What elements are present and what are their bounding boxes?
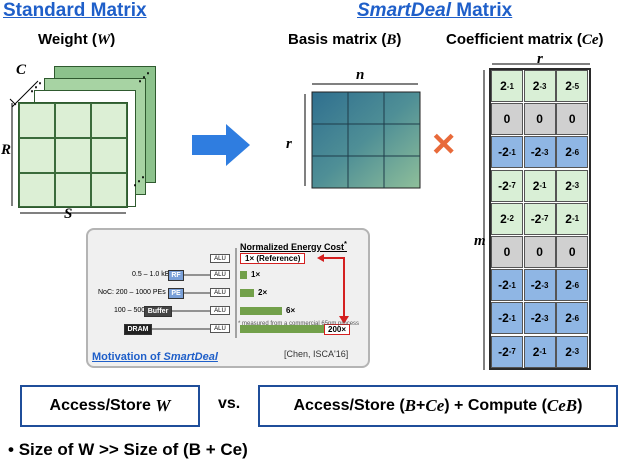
storage-range-label: NoC: 200 – 1000 PEs — [98, 289, 166, 296]
coef-cell: 0 — [523, 103, 556, 136]
coefficient-matrix-label: Coefficient matrix (Ce) — [446, 31, 604, 48]
coef-dim-lines — [483, 63, 590, 370]
coef-cell: -2-3 — [523, 302, 556, 335]
alu-box: ALU — [210, 270, 230, 279]
coef-cell: -2-3 — [523, 269, 556, 302]
svg-text:⋰: ⋰ — [138, 70, 150, 84]
vs-label: vs. — [218, 395, 241, 412]
weight-layer-front — [18, 102, 128, 208]
hardware-unit-dram: DRAM — [124, 324, 152, 335]
energy-reference-label: 1× (Reference) — [240, 253, 306, 264]
coef-cell: 2-5 — [556, 70, 589, 102]
dim-r-basis-label: r — [286, 136, 292, 152]
coef-cell: 0 — [556, 236, 589, 268]
alu-box: ALU — [210, 254, 230, 263]
coef-cell: -2-1 — [491, 269, 523, 302]
coef-cell: -2-3 — [523, 136, 556, 169]
coef-cell: -2-1 — [491, 136, 523, 169]
smartdeal-matrix-title: SmartDeal Matrix — [357, 0, 513, 21]
transform-arrow-icon — [192, 124, 250, 166]
energy-bar — [240, 289, 254, 297]
energy-bar — [240, 271, 247, 279]
storage-range-label: 0.5 – 1.0 kB — [132, 271, 170, 278]
coef-cell: 2-3 — [556, 169, 589, 202]
coef-cell: 2-3 — [556, 335, 589, 368]
multiply-icon: × — [432, 122, 456, 166]
access-store-compute-box: Access/Store (B+Ce) + Compute (CeB) — [258, 385, 618, 427]
connector-lines — [152, 248, 237, 338]
coef-cell: 2-2 — [491, 202, 523, 235]
coef-cell: 2-6 — [556, 269, 589, 302]
weight-dots-svg: ⋰ ⋰ ⋰ — [9, 70, 150, 214]
dim-r-coef-label: r — [537, 51, 543, 67]
coef-cell: -2-7 — [523, 202, 556, 235]
hardware-unit-rf: RF — [168, 270, 184, 281]
energy-bar — [240, 325, 324, 333]
svg-text:⋰: ⋰ — [30, 80, 42, 94]
coef-cell: 0 — [491, 103, 523, 136]
alu-box: ALU — [210, 306, 230, 315]
motivation-panel: Normalized Energy Cost* ALU 1× (Reference… — [86, 228, 370, 368]
weight-label: Weight (W) — [38, 31, 116, 48]
coef-cell: 0 — [523, 236, 556, 268]
dim-n-label: n — [356, 67, 365, 83]
motivation-caption: Motivation of SmartDeal — [92, 351, 218, 363]
coef-cell: 2-6 — [556, 302, 589, 335]
coef-cell: 2-1 — [491, 70, 523, 102]
basis-matrix-label: Basis matrix (B) — [288, 31, 402, 48]
energy-chart-title: Normalized Energy Cost* — [240, 239, 347, 252]
alu-box: ALU — [210, 288, 230, 297]
size-comparison-bullet: • Size of W >> Size of (B + Ce) — [8, 440, 248, 459]
coef-cell: 2-1 — [556, 202, 589, 235]
coef-cell: 2-3 — [523, 70, 556, 102]
storage-range-label: 100 – 500 kB — [114, 307, 156, 314]
dim-s-label: S — [64, 206, 73, 222]
coef-cell: 2-1 — [523, 169, 556, 202]
citation-label: [Chen, ISCA'16] — [284, 349, 349, 359]
access-store-w-box: Access/Store W — [20, 385, 200, 427]
energy-value-label: 2× — [258, 288, 268, 297]
coef-cell: 0 — [491, 236, 523, 268]
energy-value-label: 6× — [286, 306, 296, 315]
alu-box: ALU — [210, 324, 230, 333]
basis-matrix-svg — [304, 83, 421, 189]
coef-cell: 2-1 — [523, 335, 556, 368]
energy-value-label: 1× — [251, 270, 261, 279]
hardware-unit-pe: PE — [168, 288, 184, 299]
dim-r-label: R — [1, 142, 12, 158]
red-arrow-icon — [317, 254, 349, 324]
coef-cell: -2-1 — [491, 302, 523, 335]
dim-m-label: m — [474, 233, 486, 249]
coef-cell: 0 — [556, 103, 589, 136]
coef-cell: 2-6 — [556, 136, 589, 169]
hardware-unit-buffer: Buffer — [144, 306, 172, 317]
coef-cell: -2-7 — [491, 169, 523, 202]
dim-c-label: C — [16, 62, 27, 78]
svg-text:⋰: ⋰ — [133, 174, 145, 188]
energy-bar — [240, 307, 282, 315]
standard-matrix-title: Standard Matrix — [3, 0, 147, 21]
coef-cell: -2-7 — [491, 335, 523, 368]
energy-value-label: 200× — [324, 324, 351, 335]
energy-footnote: * measured from a commercial 65nm proces… — [238, 321, 360, 327]
